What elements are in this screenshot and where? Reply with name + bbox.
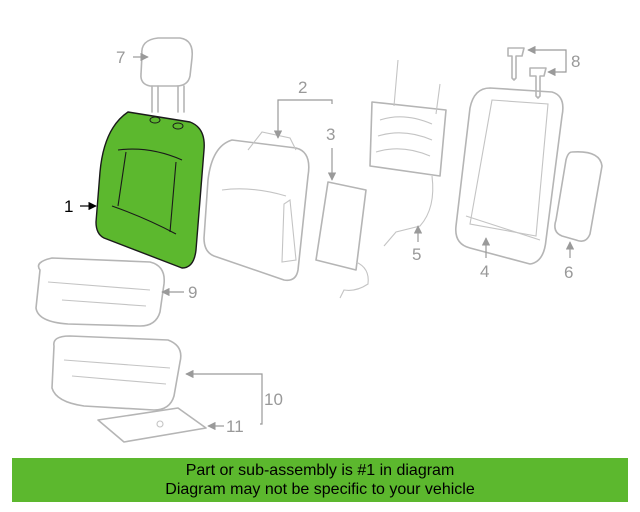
callout-2: 2: [298, 78, 307, 97]
headrest-part: [140, 37, 194, 113]
info-banner: Part or sub-assembly is #1 in diagram Di…: [12, 458, 628, 502]
bracket-8: [562, 49, 567, 73]
cushion-pad-part: [51, 335, 182, 411]
callout-8: 8: [571, 52, 580, 71]
callout-1: 1: [64, 197, 73, 216]
bracket-2: [277, 99, 333, 104]
seat-back-pad-part: [203, 131, 310, 282]
callout-5: 5: [412, 245, 421, 264]
screws-part: [507, 47, 547, 99]
callout-6: 6: [564, 263, 573, 282]
banner-line-2: Diagram may not be specific to your vehi…: [165, 481, 475, 498]
cushion-cover-part: [35, 257, 166, 327]
parts-diagram: 7 1 2 3 5 4: [35, 37, 603, 443]
callout-11: 11: [226, 417, 244, 436]
back-panel-part: [315, 181, 369, 299]
callout-10: 10: [264, 390, 283, 409]
callout-9: 9: [188, 283, 197, 302]
seat-back-frame-part: [454, 87, 564, 265]
cushion-pan-part: [97, 407, 207, 443]
callout-7: 7: [116, 48, 125, 67]
callout-3: 3: [326, 125, 335, 144]
suspension-mat-part: [369, 59, 447, 247]
side-panel-part: [554, 150, 603, 242]
bracket-10: [260, 373, 263, 425]
seat-back-cover-part: [95, 111, 205, 269]
callout-4: 4: [480, 262, 489, 281]
banner-line-1: Part or sub-assembly is #1 in diagram: [185, 462, 455, 479]
